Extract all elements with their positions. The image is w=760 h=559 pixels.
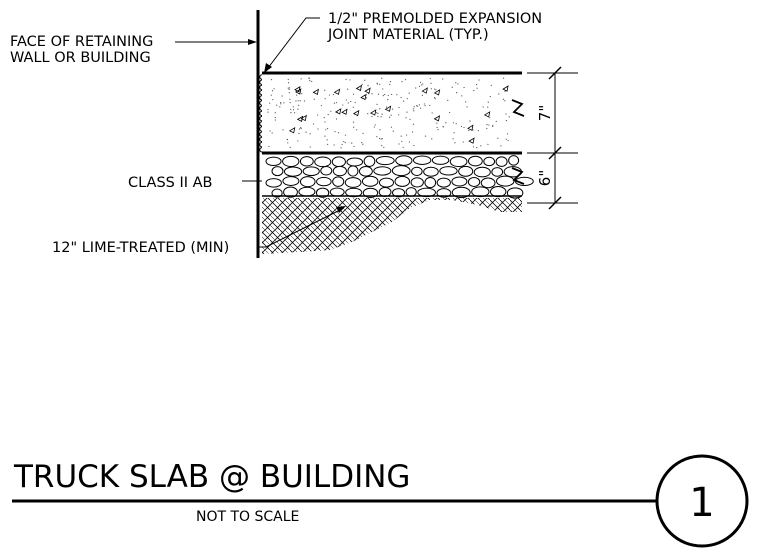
detail-title: TRUCK SLAB @ BUILDING: [13, 459, 410, 495]
dimension-lines: [527, 66, 578, 210]
expansion-joint-label-line2: JOINT MATERIAL (TYP.): [327, 27, 489, 43]
subgrade-arrow-icon: [336, 206, 346, 213]
expansion-joint-arrow-icon: [264, 63, 272, 73]
expansion-joint-label-line1: 1/2" PREMOLDED EXPANSION: [328, 11, 542, 27]
expansion-joint-leader: [267, 17, 320, 69]
concrete-stipple: [267, 77, 510, 149]
slab-break-line: [511, 99, 525, 117]
scale-note: NOT TO SCALE: [196, 509, 299, 525]
concrete-slab: [262, 73, 522, 153]
base-course-label: CLASS II AB: [128, 175, 213, 191]
wall-face-arrow-icon: [248, 39, 257, 45]
aggregate-base-stones: [265, 155, 534, 199]
slab-thickness-dim: 7": [536, 105, 554, 121]
wall-face-label-line1: FACE OF RETAINING: [10, 34, 153, 50]
detail-number: 1: [689, 480, 714, 526]
detail-number-bubble: [655, 454, 749, 548]
base-thickness-dim: 6": [536, 170, 554, 186]
subgrade-label: 12" LIME-TREATED (MIN): [52, 240, 229, 256]
lime-treated-subgrade: [262, 198, 522, 254]
subgrade-leader: [257, 209, 341, 248]
wall-face-label-line2: WALL OR BUILDING: [10, 50, 151, 66]
base-break-line: [511, 167, 525, 185]
